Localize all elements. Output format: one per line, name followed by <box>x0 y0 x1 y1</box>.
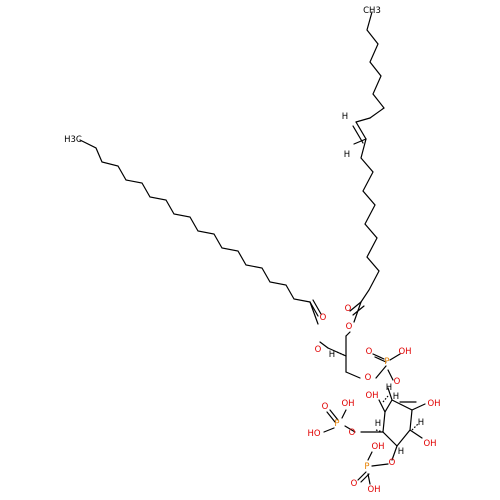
phosphate-3-oxo: O <box>351 479 358 489</box>
ring-h-4: H <box>375 419 381 429</box>
ester-link-o-1: O <box>346 322 353 332</box>
upper-chain-bonds <box>345 11 385 337</box>
alkene-h-label-2: H <box>344 150 350 160</box>
left-chain-bonds <box>79 139 329 349</box>
alkene-h-label-1: H <box>342 112 348 122</box>
phosphate-2-oh: OH <box>341 399 354 409</box>
phosphate-1-oxo: O <box>366 347 373 357</box>
atom-labels: CH3 H3C H H H O O O O O P O OH O OH OH O… <box>64 6 440 495</box>
phosphorus-1: P <box>384 357 389 367</box>
ch3-top-label: CH3 <box>363 6 381 16</box>
glycerol-h-label: H <box>329 350 335 360</box>
ester-carbonyl-o-1: O <box>345 304 352 314</box>
inositol-ring-bonds <box>360 387 426 461</box>
ring-oh-1: OH <box>365 391 378 401</box>
ring-h-2: H <box>386 383 392 393</box>
phosphate-3-oh-b: OH <box>367 485 380 495</box>
ring-h-3: H <box>418 418 424 428</box>
stereo-hashes <box>336 351 419 433</box>
ring-h-5: H <box>398 447 404 457</box>
phosphate-3-bonds <box>357 451 389 485</box>
glycerol-phosphate-o: O <box>365 373 372 383</box>
phosphate-2-bonds <box>323 409 356 433</box>
ring-bridge-o: O <box>394 377 401 387</box>
phosphate-2-oxo: O <box>322 402 329 412</box>
phosphate-2-ho: HO <box>307 429 320 439</box>
ring-o-phosphate-2: O <box>349 428 356 438</box>
phosphate-1-oh: OH <box>398 347 411 357</box>
ring-oh-2: OH <box>427 399 440 409</box>
phosphate-3-oh-a: OH <box>371 442 384 452</box>
ester-link-o-2: O <box>315 345 322 355</box>
ring-oh-3: OH <box>423 439 436 449</box>
ester-carbonyl-o-2: O <box>320 313 327 323</box>
phosphorus-2: P <box>334 419 339 429</box>
ring-h-1: H <box>393 392 399 402</box>
ring-o-phosphate-3: O <box>389 458 396 468</box>
phosphorus-3: P <box>364 462 369 472</box>
ch3-left-label: H3C <box>64 135 82 145</box>
